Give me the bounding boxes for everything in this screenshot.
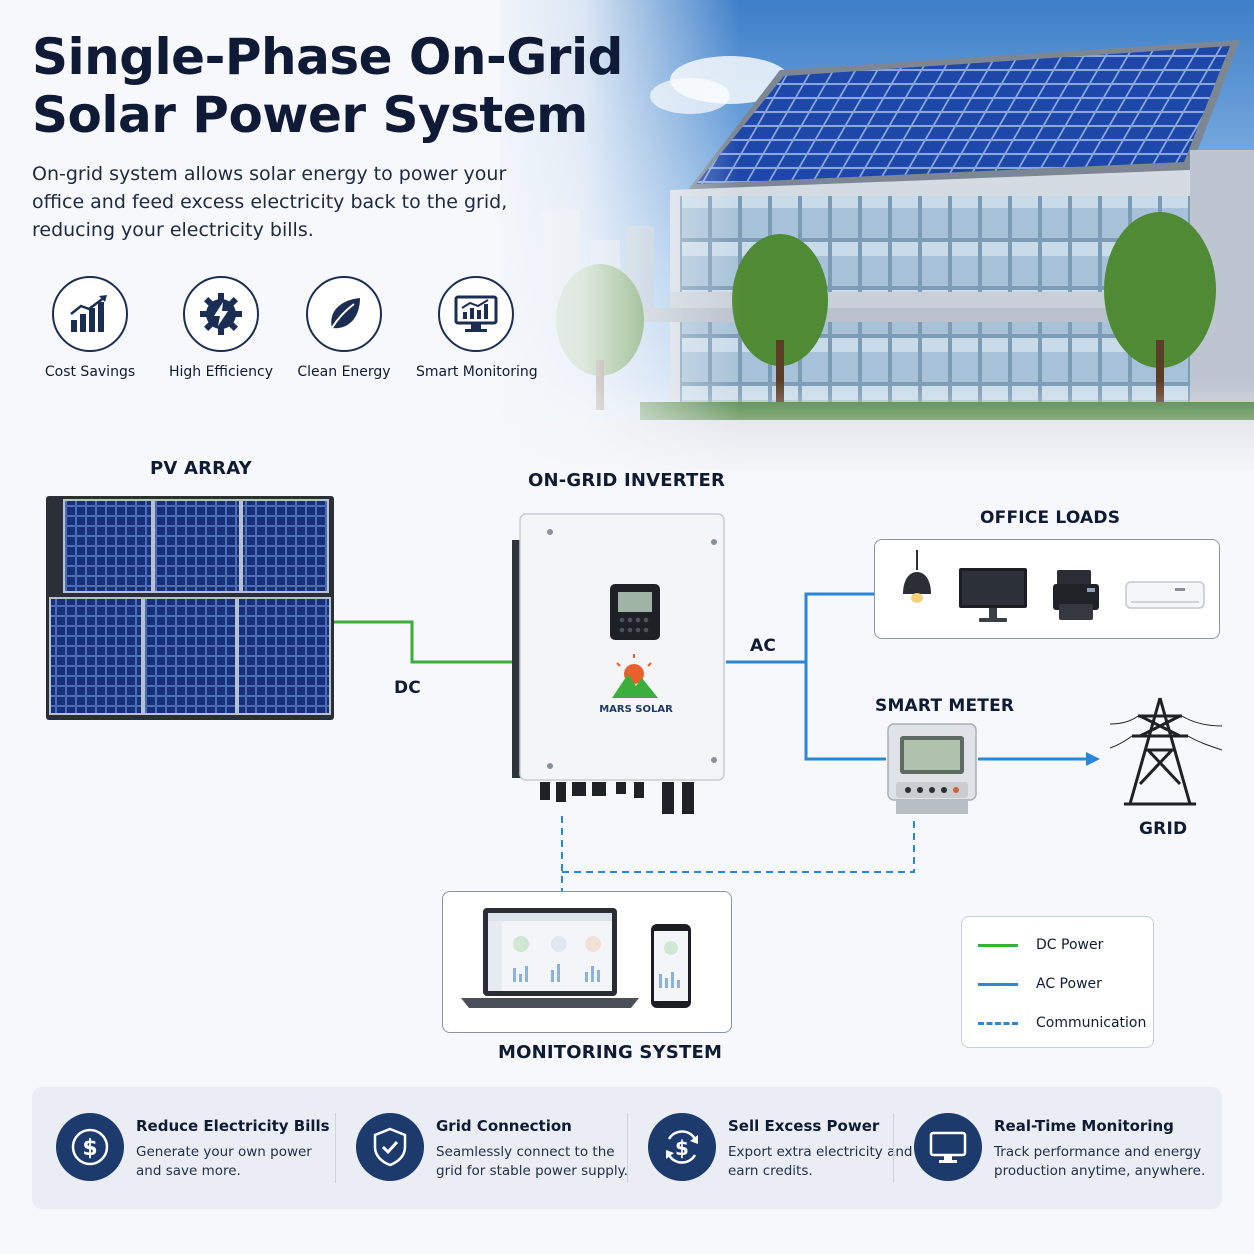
printer-icon [1053,570,1099,620]
benefits-bar: $ Reduce Electricity Bills Generate your… [32,1087,1222,1209]
feature-list: Cost Savings [30,276,550,386]
leaf-icon [306,276,382,352]
shield-check-icon [356,1113,424,1181]
benefit-desc: Seamlessly connect to the grid for stabl… [436,1144,628,1179]
page-title: Single-Phase On-Grid Solar Power System [32,28,632,144]
dc-label: DC [394,678,421,698]
laptop-icon [461,908,639,1008]
pv-array-panels [46,496,334,720]
ac-wire [726,592,886,761]
desktop-monitor-icon [959,568,1027,622]
dollar-cycle-icon: $ [648,1113,716,1181]
title-line-1: Single-Phase On-Grid [32,28,623,86]
benefit-title: Sell Excess Power [728,1117,880,1135]
desktop-icon [914,1113,982,1181]
title-line-2: Solar Power System [32,86,588,144]
legend-communication: Communication [978,1013,1146,1033]
smartphone-icon [651,924,691,1008]
office-loads-box [874,539,1220,639]
legend-label: DC Power [1036,937,1104,953]
dc-wire [334,620,512,664]
benefit-title: Grid Connection [436,1117,572,1135]
legend-swatch [978,1021,1018,1025]
hero-fade-bottom [480,380,1254,480]
feature-label: Smart Monitoring [416,364,538,380]
feature-clean-energy: Clean Energy [284,276,404,380]
on-grid-inverter: MARS SOLAR [512,510,726,822]
legend-swatch [978,943,1018,947]
divider [893,1113,894,1183]
ac-label: AC [750,636,777,656]
grid-arrow-icon [1086,752,1100,766]
office-loads-label: OFFICE LOADS [980,508,1121,528]
benefit-title: Reduce Electricity Bills [136,1117,330,1135]
pendant-lamp-icon [903,550,931,603]
feature-cost-savings: Cost Savings [30,276,150,380]
feature-label: High Efficiency [168,364,274,380]
air-conditioner-icon [1125,581,1205,609]
feature-high-efficiency: High Efficiency [161,276,281,380]
feature-label: Cost Savings [44,364,136,380]
smart-meter-device [887,723,977,814]
mars-solar-logo [612,654,658,698]
benefit-desc: Generate your own power and save more. [136,1144,312,1179]
legend-swatch [978,982,1018,986]
svg-text:$: $ [675,1136,689,1160]
bar-chart-up-icon [52,276,128,352]
smart-meter-label: SMART METER [875,696,1015,716]
benefit-desc: Export extra electricity and earn credit… [728,1144,913,1179]
svg-text:$: $ [82,1136,97,1161]
legend-label: Communication [1036,1015,1147,1031]
benefit-title: Real-Time Monitoring [994,1117,1174,1135]
communication-wire [561,816,915,891]
monitoring-system-label: MONITORING SYSTEM [498,1042,723,1063]
feature-smart-monitoring: Smart Monitoring [416,276,538,380]
inverter-label: ON-GRID INVERTER [528,470,726,491]
monitoring-system-box [442,891,732,1033]
grid-pylon-icon [1110,697,1222,806]
feature-label: Clean Energy [297,364,391,380]
dollar-coin-icon: $ [56,1113,124,1181]
subtitle: On-grid system allows solar energy to po… [32,163,508,241]
legend: DC Power AC Power Communication [961,916,1154,1048]
divider [335,1113,336,1183]
legend-label: AC Power [1036,976,1102,992]
legend-dc-power: DC Power [978,935,1103,955]
grid-label: GRID [1139,819,1188,839]
gear-lightning-icon [183,276,259,352]
inverter-brand-text: MARS SOLAR [599,704,673,715]
monitor-chart-icon [438,276,514,352]
pv-array-label: PV ARRAY [150,458,252,479]
benefit-desc: Track performance and energy production … [994,1144,1206,1179]
legend-ac-power: AC Power [978,974,1102,994]
divider [627,1113,628,1183]
